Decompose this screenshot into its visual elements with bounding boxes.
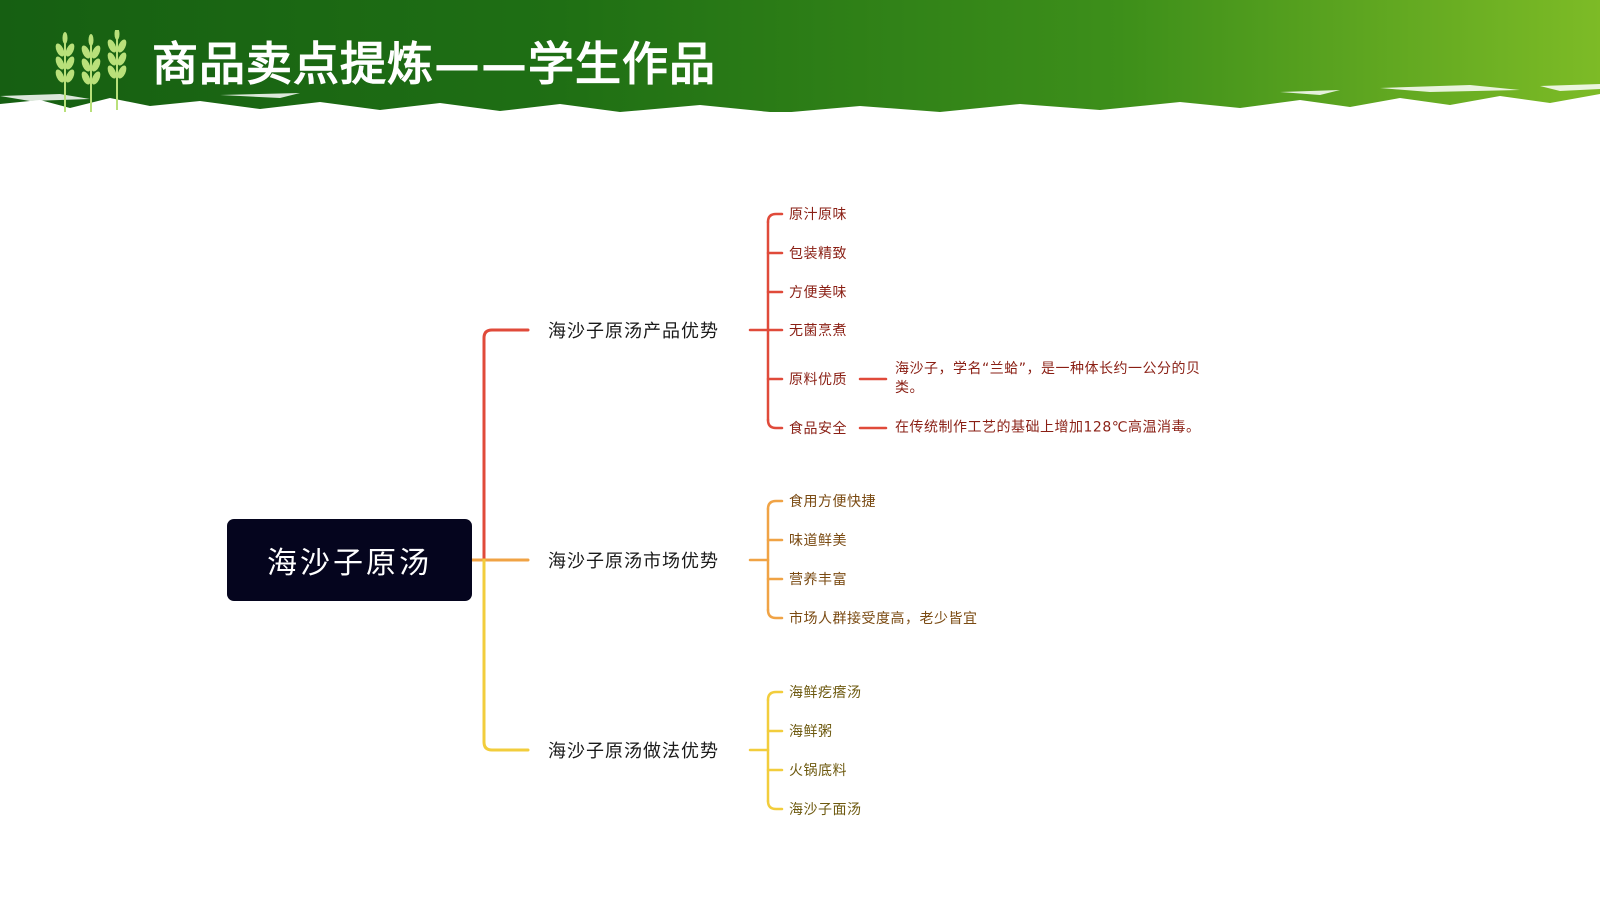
leaf-item[interactable]: 无菌烹煮: [789, 323, 847, 339]
branch-label-market[interactable]: 海沙子原汤市场优势: [548, 551, 719, 572]
leaf-item[interactable]: 食品安全: [789, 421, 847, 437]
leaf-item[interactable]: 原汁原味: [789, 207, 847, 223]
detail-line: 海沙子，学名“兰蛤”，是一种体长约一公分的贝: [895, 361, 1201, 377]
branch-3-leaf-connectors: [748, 690, 784, 811]
page-title: 商品卖点提炼——学生作品: [152, 37, 716, 91]
leaf-item[interactable]: 海沙子面汤: [789, 802, 862, 818]
leaf-detail-food-safety[interactable]: 在传统制作工艺的基础上增加128℃高温消毒。: [895, 419, 1200, 438]
leaf-item[interactable]: 海鲜粥: [789, 724, 833, 740]
leaf-item[interactable]: 包装精致: [789, 246, 847, 262]
wheat-icon: [55, 30, 127, 112]
branch-label-recipe[interactable]: 海沙子原汤做法优势: [548, 741, 719, 762]
detail-line: 类。: [895, 380, 924, 396]
leaf-detail-raw-material[interactable]: 海沙子，学名“兰蛤”，是一种体长约一公分的贝 类。: [895, 360, 1201, 398]
branch-1-leaf-connectors: [748, 212, 888, 430]
leaf-item[interactable]: 营养丰富: [789, 572, 847, 588]
leaf-item[interactable]: 海鲜疙瘩汤: [789, 685, 862, 701]
branch-label-product[interactable]: 海沙子原汤产品优势: [548, 321, 719, 342]
leaf-item[interactable]: 原料优质: [789, 372, 847, 388]
leaf-item[interactable]: 方便美味: [789, 285, 847, 301]
connector-branch-3: [482, 558, 530, 752]
branch-2-leaf-connectors: [748, 499, 784, 620]
connector-branch-1: [470, 328, 530, 562]
leaf-item[interactable]: 火锅底料: [789, 763, 847, 779]
header-banner: 商品卖点提炼——学生作品: [0, 0, 1600, 112]
leaf-item[interactable]: 食用方便快捷: [789, 494, 876, 510]
detail-line: 在传统制作工艺的基础上增加128℃高温消毒。: [895, 419, 1201, 436]
leaf-item[interactable]: 味道鲜美: [789, 533, 847, 549]
leaf-item[interactable]: 市场人群接受度高，老少皆宜: [789, 611, 978, 627]
root-node[interactable]: 海沙子原汤: [227, 519, 472, 601]
brush-edge: [0, 84, 1600, 112]
